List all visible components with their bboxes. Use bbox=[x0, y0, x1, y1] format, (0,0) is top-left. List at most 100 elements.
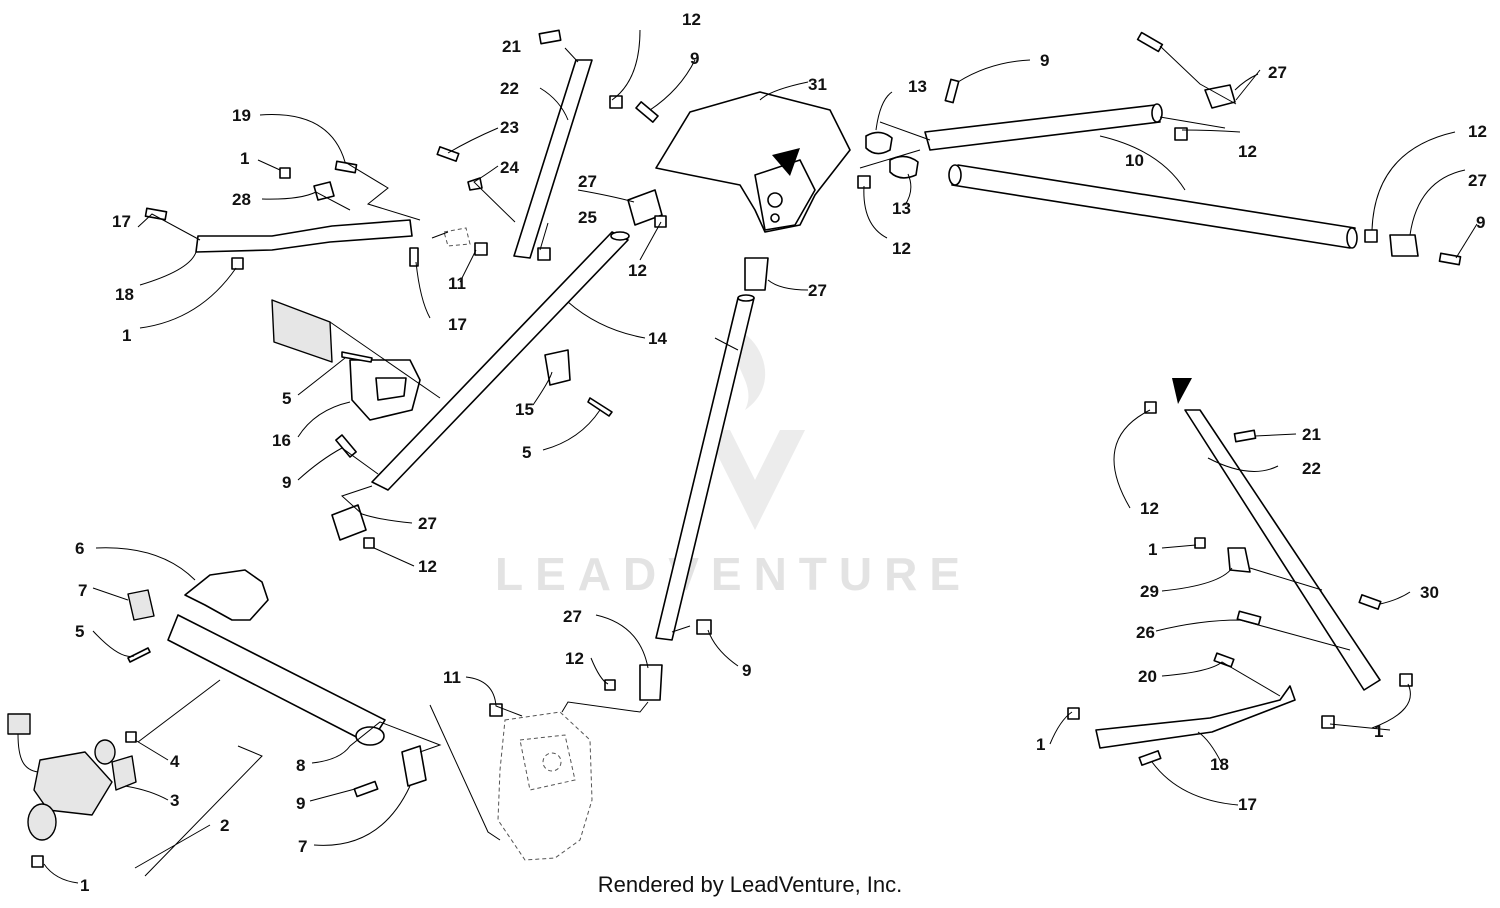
callout-9: 9 bbox=[1040, 51, 1049, 70]
callout-29: 29 bbox=[1140, 582, 1159, 601]
part-cap-13b bbox=[889, 155, 919, 179]
part-pin-5a bbox=[341, 351, 373, 363]
callout-12: 12 bbox=[418, 557, 437, 576]
callout-10: 10 bbox=[1125, 151, 1144, 170]
callout-22: 22 bbox=[1302, 459, 1321, 478]
callout-13: 13 bbox=[908, 77, 927, 96]
part-clip-15 bbox=[544, 349, 571, 386]
callout-30: 30 bbox=[1420, 583, 1439, 602]
callout-27: 27 bbox=[563, 607, 582, 626]
part-arm-18-left bbox=[195, 219, 413, 253]
callout-14: 14 bbox=[648, 329, 667, 348]
callout-3: 3 bbox=[170, 791, 179, 810]
callout-27: 27 bbox=[578, 172, 597, 191]
callout-11: 11 bbox=[443, 668, 461, 687]
callout-15: 15 bbox=[515, 400, 534, 419]
callout-7: 7 bbox=[78, 581, 87, 600]
part-motor-assembly-2 bbox=[7, 713, 137, 841]
part-clamp-27e bbox=[331, 504, 367, 541]
callout-12: 12 bbox=[682, 10, 701, 29]
callout-23: 23 bbox=[500, 118, 519, 137]
part-upper-bracket-31 bbox=[655, 91, 851, 233]
callout-17: 17 bbox=[112, 212, 131, 231]
callout-26: 26 bbox=[1136, 623, 1155, 642]
part-strap-22-top bbox=[513, 59, 593, 259]
part-clamp-7a bbox=[127, 589, 155, 621]
part-clamp-27c bbox=[1204, 84, 1236, 109]
callout-9: 9 bbox=[1476, 213, 1485, 232]
part-clamp-27d bbox=[1389, 234, 1419, 257]
watermark-text: LEADVENTURE bbox=[495, 548, 972, 600]
footer-credit: Rendered by LeadVenture, Inc. bbox=[597, 872, 903, 897]
part-cap-13a bbox=[865, 131, 893, 155]
fasteners bbox=[31, 29, 1462, 868]
callout-17: 17 bbox=[448, 315, 467, 334]
callout-5: 5 bbox=[75, 622, 84, 641]
part-strap-22-right bbox=[1184, 409, 1381, 691]
callout-12: 12 bbox=[565, 649, 584, 668]
callout-17: 17 bbox=[1238, 795, 1257, 814]
callout-21: 21 bbox=[1302, 425, 1321, 444]
callout-12: 12 bbox=[1468, 122, 1487, 141]
callout-18: 18 bbox=[115, 285, 134, 304]
callout-27: 27 bbox=[1268, 63, 1287, 82]
watermark-logo: LEADVENTURE bbox=[495, 330, 972, 600]
callout-27: 27 bbox=[808, 281, 827, 300]
callout-1: 1 bbox=[80, 876, 89, 895]
part-arm-18-right bbox=[1095, 685, 1296, 749]
callout-18: 18 bbox=[1210, 755, 1229, 774]
callout-4: 4 bbox=[170, 752, 180, 771]
callout-9: 9 bbox=[742, 661, 751, 680]
callout-12: 12 bbox=[628, 261, 647, 280]
part-clamp-7b bbox=[401, 745, 427, 787]
callout-1: 1 bbox=[1036, 735, 1045, 754]
callout-11: 11 bbox=[448, 274, 466, 293]
part-pin-5b bbox=[587, 397, 613, 417]
callout-1: 1 bbox=[1374, 722, 1383, 741]
part-clamp-27f bbox=[639, 664, 663, 701]
callout-5: 5 bbox=[282, 389, 291, 408]
parts-layer bbox=[7, 29, 1462, 868]
part-tube-10-lower bbox=[951, 164, 1356, 249]
callout-8: 8 bbox=[296, 756, 305, 775]
part-module-16 bbox=[271, 299, 333, 363]
part-mount-structure bbox=[497, 711, 593, 861]
callout-12: 12 bbox=[1140, 499, 1159, 518]
callout-21: 21 bbox=[502, 37, 521, 56]
callout-labels: 21 12 9 31 13 9 27 22 23 24 19 1 28 12 1… bbox=[75, 10, 1487, 895]
part-plate-11 bbox=[443, 227, 471, 247]
callout-1: 1 bbox=[1148, 540, 1157, 559]
part-clamp-27b bbox=[744, 257, 769, 291]
callout-1: 1 bbox=[122, 326, 131, 345]
part-pin-5c bbox=[127, 647, 151, 663]
callout-9: 9 bbox=[282, 473, 291, 492]
part-tube-8 bbox=[167, 614, 386, 745]
callout-5: 5 bbox=[522, 443, 531, 462]
callout-7: 7 bbox=[298, 837, 307, 856]
callout-6: 6 bbox=[75, 539, 84, 558]
callout-20: 20 bbox=[1138, 667, 1157, 686]
callout-1: 1 bbox=[240, 149, 249, 168]
callout-9: 9 bbox=[296, 794, 305, 813]
callout-19: 19 bbox=[232, 106, 251, 125]
callout-9: 9 bbox=[690, 49, 699, 68]
part-clamp-27a bbox=[627, 189, 663, 226]
callout-27: 27 bbox=[418, 514, 437, 533]
callout-27: 27 bbox=[1468, 171, 1487, 190]
callout-31: 31 bbox=[808, 75, 827, 94]
part-tube-10-upper bbox=[924, 104, 1161, 151]
callout-28: 28 bbox=[232, 190, 251, 209]
part-pedal-bracket-6 bbox=[184, 569, 269, 621]
arrow-marker-upper bbox=[772, 148, 800, 176]
callout-24: 24 bbox=[500, 158, 519, 177]
callout-13: 13 bbox=[892, 199, 911, 218]
part-clip-29 bbox=[1227, 547, 1251, 573]
callout-2: 2 bbox=[220, 816, 229, 835]
part-clip-28 bbox=[313, 181, 335, 201]
callout-16: 16 bbox=[272, 431, 291, 450]
callout-22: 22 bbox=[500, 79, 519, 98]
arrow-marker-right bbox=[1172, 378, 1192, 404]
leader-lines bbox=[43, 29, 1478, 884]
callout-12: 12 bbox=[892, 239, 911, 258]
